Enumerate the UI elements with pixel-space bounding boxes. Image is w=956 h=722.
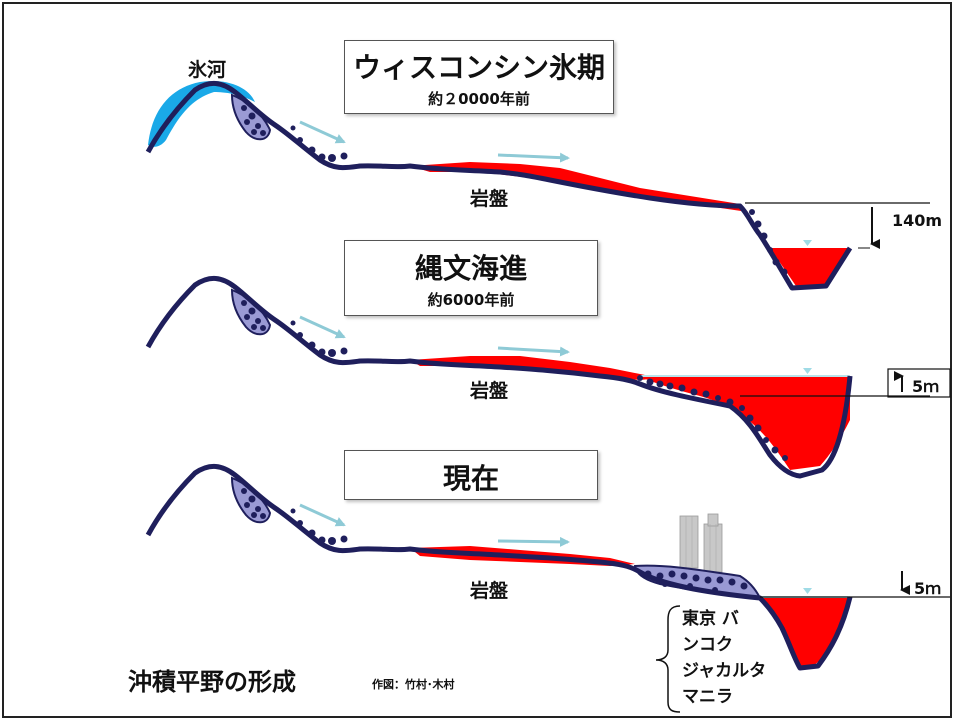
panel-wisconsin: [145, 80, 930, 291]
bedrock-label-3: 岩盤: [470, 580, 509, 602]
panel-jomon: [145, 276, 951, 479]
city-list-line: ンコク: [682, 635, 733, 655]
bedrock-line-3: [145, 464, 853, 671]
panel-title-wisconsin: ウィスコンシン氷期: [352, 51, 605, 84]
level-value-1: 140m: [892, 211, 943, 230]
glacier-label: 氷河: [188, 59, 227, 81]
level-value-2: 5ｍ: [912, 377, 940, 396]
panel-title-jomon: 縄文海進: [414, 252, 527, 285]
city-list-line: ジャカルタ: [682, 661, 767, 681]
bedrock-label-2: 岩盤: [470, 380, 509, 402]
city-list-line: 東京 バ: [682, 609, 739, 629]
bedrock-line-2: [145, 276, 853, 479]
panel-subtitle-jomon: 約6000年前: [427, 291, 515, 309]
level-value-3: 5ｍ: [914, 579, 942, 598]
glacier-shape: [148, 80, 255, 147]
city-brace: [655, 605, 681, 713]
coastal-plain: [633, 564, 762, 600]
title-box-present: 現在: [344, 450, 598, 500]
figure-title: 沖積平野の形成: [128, 668, 296, 696]
panel-subtitle-wisconsin: 約２0000年前: [428, 90, 530, 108]
bedrock-line: [145, 81, 853, 291]
sea-basin-3: [762, 597, 850, 668]
city-list: 東京 バ ンコク ジャカルタ マニラ: [682, 606, 766, 710]
panel-title-present: 現在: [442, 462, 499, 495]
panel-present: [145, 464, 950, 713]
title-box-wisconsin: ウィスコンシン氷期 約２0000年前: [344, 40, 614, 114]
city-buildings: [679, 513, 723, 573]
bedrock-label-1: 岩盤: [470, 188, 509, 210]
title-box-jomon: 縄文海進 約6000年前: [344, 240, 598, 316]
figure-credit: 作図：竹村･木村: [372, 678, 455, 691]
sea-basin-2: [640, 376, 850, 470]
city-list-line: マニラ: [682, 687, 733, 707]
